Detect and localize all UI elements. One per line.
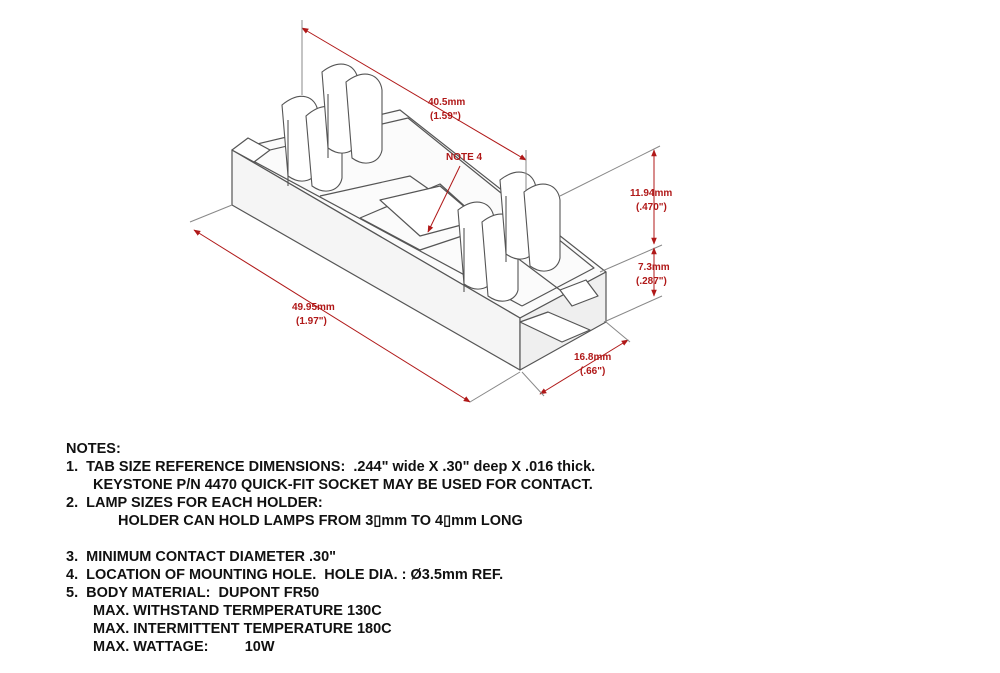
dimension-total-length	[189, 204, 521, 403]
note-1-continued: KEYSTONE P/N 4470 QUICK-FIT SOCKET MAY B…	[93, 477, 593, 493]
dim-total-length-inch: (1.97")	[296, 316, 327, 327]
notes-title: NOTES:	[66, 441, 121, 457]
note4-leader	[427, 165, 461, 233]
note-2: 2. LAMP SIZES FOR EACH HOLDER:	[66, 495, 323, 511]
note-5-withstand: MAX. WITHSTAND TERMPERATURE 130C	[93, 603, 382, 619]
dim-height-upper-label: 11.94mm	[630, 188, 672, 199]
dim-height-lower-label: 7.3mm	[638, 262, 670, 273]
dim-top-length-label: 40.5mm	[428, 97, 465, 108]
dimension-depth	[521, 321, 631, 397]
dim-total-length-label: 49.95mm	[292, 302, 335, 313]
note-3: 3. MINIMUM CONTACT DIAMETER .30"	[66, 549, 337, 565]
dimension-top-length	[301, 20, 527, 190]
note4-label: NOTE 4	[446, 152, 483, 163]
note-5: 5. BODY MATERIAL: DUPONT FR50	[66, 585, 320, 601]
clip-right	[457, 171, 561, 302]
dim-height-upper-inch: (.470")	[636, 202, 667, 213]
note-5-wattage: MAX. WATTAGE: 10W	[93, 639, 275, 655]
dimension-heights	[559, 145, 663, 323]
notes-block: NOTES: 1. TAB SIZE REFERENCE DIMENSIONS:…	[66, 440, 766, 656]
dim-depth-inch: (.66")	[580, 366, 605, 377]
note-4: 4. LOCATION OF MOUNTING HOLE. HOLE DIA. …	[66, 567, 504, 583]
dim-top-length-inch: (1.59")	[430, 111, 461, 122]
dim-height-lower-inch: (.287")	[636, 276, 667, 287]
technical-drawing: 40.5mm (1.59") NOTE 4 11.94mm (.470") 7.…	[189, 20, 672, 403]
note-2-continued: HOLDER CAN HOLD LAMPS FROM 3▯mm TO 4▯mm …	[118, 513, 523, 529]
dim-depth-label: 16.8mm	[574, 352, 611, 363]
note-1: 1. TAB SIZE REFERENCE DIMENSIONS: .244" …	[66, 459, 596, 475]
note-5-intermittent: MAX. INTERMITTENT TEMPERATURE 180C	[93, 621, 392, 637]
